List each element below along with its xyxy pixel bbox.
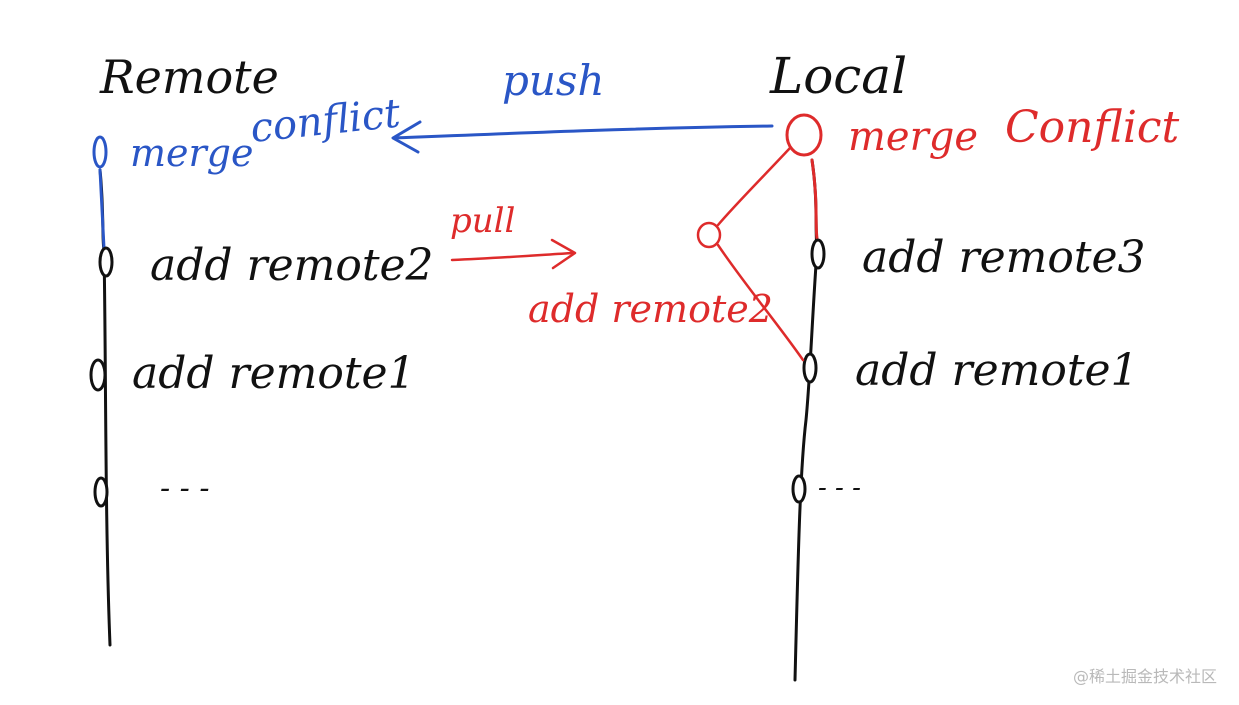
- push-arrow-head: [391, 120, 422, 154]
- local-commit-label-remote3: add remote3: [862, 232, 1146, 283]
- local-commit-label-remote1: add remote1: [855, 345, 1139, 396]
- remote-commit-label-remote1: add remote1: [132, 348, 416, 399]
- remote-commit-node-remote2: [98, 246, 114, 278]
- local-heading: Local: [769, 47, 907, 105]
- pull-arrow: [450, 251, 575, 262]
- push-label: push: [502, 56, 605, 105]
- local-commit-node-merge: [785, 113, 823, 157]
- local-conflict-label: Conflict: [1005, 102, 1180, 153]
- local-merge-line-red: [810, 158, 819, 240]
- remote-commit-node-remote1: [89, 358, 107, 392]
- remote-commit-node-merge: [92, 135, 108, 169]
- pull-arrow-head: [550, 238, 577, 270]
- local-commit-label-older: - - -: [818, 473, 861, 503]
- remote-commit-label-older: - - -: [160, 471, 209, 506]
- pulled-commit-node-remote2: [696, 221, 722, 249]
- local-commit-node-remote3: [810, 238, 826, 270]
- local-branch-line: [793, 158, 819, 682]
- remote-commit-label-merge: merge: [130, 131, 254, 175]
- local-commit-node-remote1: [802, 352, 818, 384]
- local-commit-label-merge: merge: [848, 114, 978, 160]
- pulled-commit-label: add remote2: [528, 287, 773, 331]
- pulled-branch-line: [716, 146, 805, 362]
- remote-heading: Remote: [99, 50, 279, 104]
- pull-label: pull: [450, 201, 515, 241]
- local-commit-node-older: [791, 474, 807, 504]
- remote-commit-label-remote2: add remote2: [150, 240, 434, 291]
- push-arrow: [393, 124, 774, 140]
- watermark: @稀土掘金技术社区: [1072, 667, 1217, 686]
- remote-branch-line-blue: [98, 168, 106, 250]
- remote-commit-node-older: [93, 476, 109, 508]
